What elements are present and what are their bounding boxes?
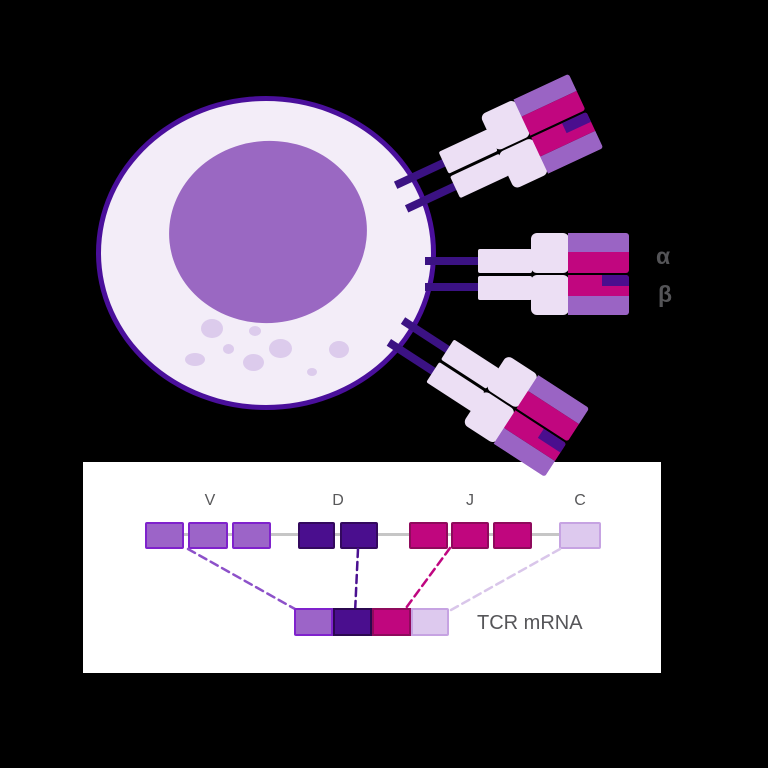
receptor-stem — [425, 283, 479, 291]
v-band — [568, 233, 629, 252]
tcr-mrna-label: TCR mRNA — [477, 612, 583, 634]
granule — [249, 326, 261, 336]
d-band — [602, 275, 629, 286]
granule — [223, 344, 234, 354]
d-group-label: D — [332, 492, 344, 509]
tcr-receptor-bottom — [384, 304, 590, 477]
recombination-dash-lines — [186, 546, 562, 615]
alpha-constant-domain — [478, 249, 532, 273]
granule — [243, 354, 264, 371]
alpha-variable-region — [568, 233, 629, 273]
granule — [307, 368, 317, 376]
receptor-stem — [400, 317, 451, 354]
granule — [185, 353, 205, 366]
v-segment — [145, 522, 184, 549]
d-segment — [340, 522, 378, 549]
c-segment — [559, 522, 601, 549]
v-segment — [232, 522, 271, 549]
gene-rearrangement-panel: V D J C TCR mRNA — [83, 462, 661, 673]
beta-constant-domain — [478, 276, 532, 300]
cell-nucleus — [160, 131, 376, 333]
receptor-stem — [386, 339, 437, 376]
mrna-j-segment — [372, 608, 411, 636]
alpha-chain-label: α — [656, 243, 671, 269]
alpha-domain — [531, 233, 569, 273]
v-band — [568, 296, 629, 315]
beta-variable-region — [568, 275, 629, 315]
granule — [269, 339, 292, 358]
j-band — [568, 275, 629, 296]
c-group-label: C — [574, 492, 586, 509]
d-segment — [298, 522, 335, 549]
beta-chain-label: β — [658, 281, 673, 307]
v-segment — [188, 522, 228, 549]
j-band — [568, 252, 629, 273]
tcr-mrna-bar — [294, 608, 449, 636]
receptor-stem — [425, 257, 479, 265]
mrna-c-segment — [411, 608, 449, 636]
j-group-label: J — [466, 492, 474, 509]
granule — [329, 341, 349, 358]
j-segment — [409, 522, 448, 549]
tcr-receptor-top — [393, 73, 604, 229]
t-cell — [96, 96, 436, 410]
mrna-v-segment — [294, 608, 333, 636]
granule — [201, 319, 223, 338]
beta-domain — [531, 275, 569, 315]
j-segment — [493, 522, 532, 549]
mrna-d-segment — [333, 608, 372, 636]
j-segment — [451, 522, 489, 549]
tcr-receptor-middle — [425, 233, 629, 315]
v-group-label: V — [204, 492, 216, 509]
